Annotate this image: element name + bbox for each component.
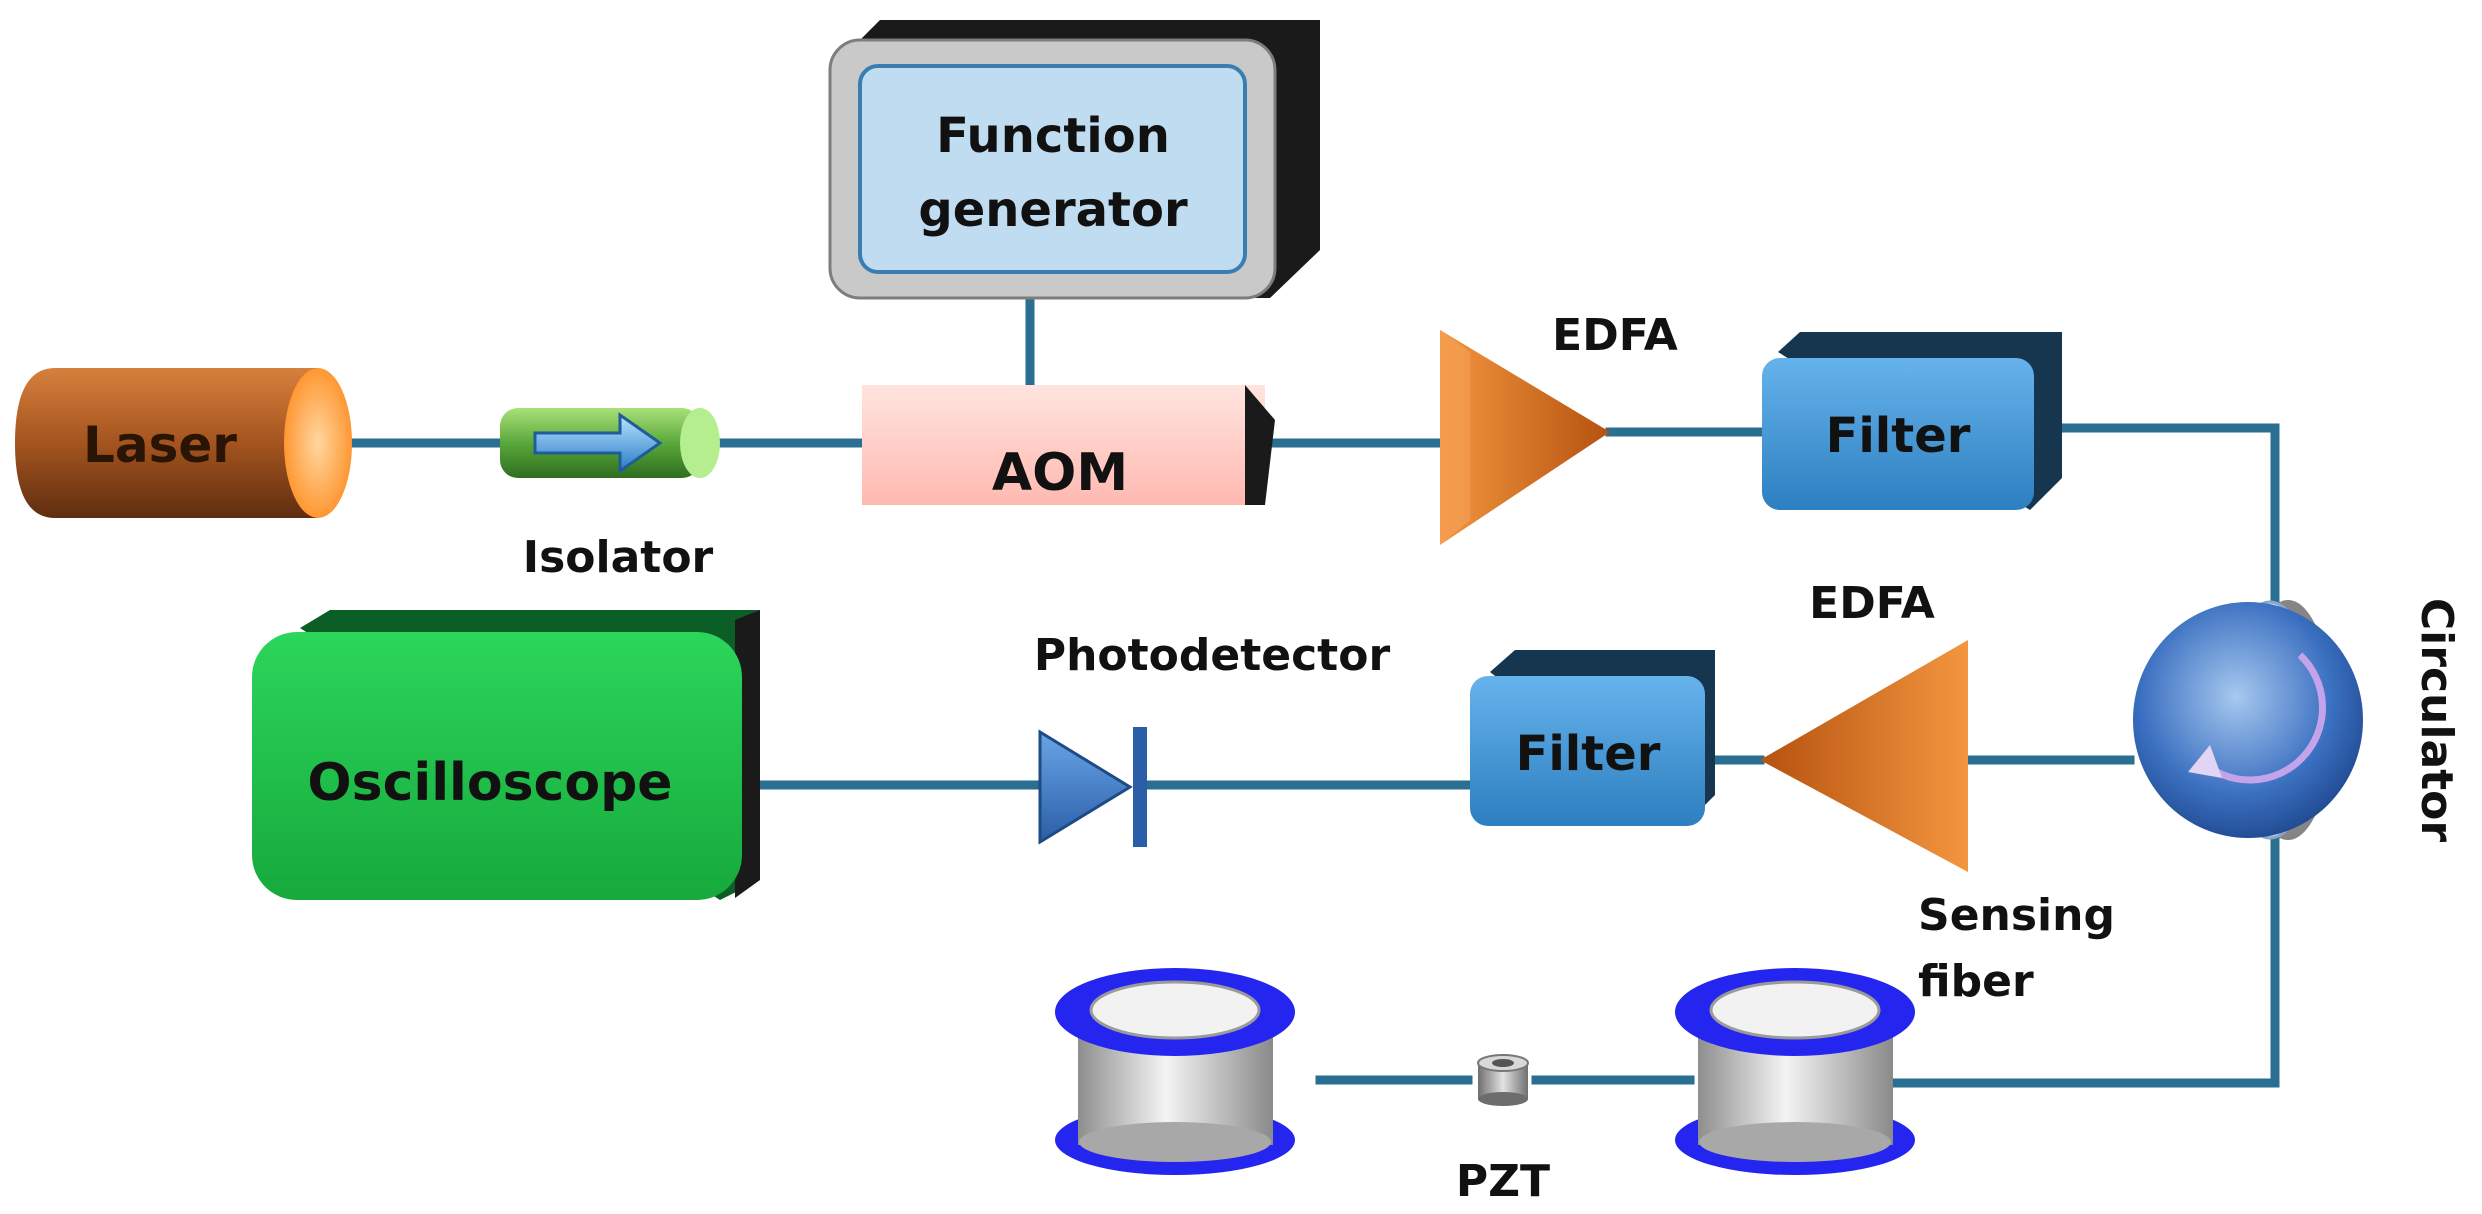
fiber-filter-circulator [2020,423,2280,605]
fiber-circulator-spool [1875,835,2280,1088]
isolator: Isolator [500,408,720,583]
laser: Laser [15,368,352,518]
isolator-label: Isolator [523,532,714,583]
function-generator: Function generator [828,20,1320,300]
sensing-fiber-label-group: Sensing fiber [1918,890,2115,1007]
aom: AOM [862,385,1275,505]
oscilloscope-label: Oscilloscope [307,753,672,813]
fiber-paths [313,295,2280,1088]
function-generator-label-line2: generator [918,182,1188,238]
laser-output-face [284,368,352,518]
fiber-spool-right [1675,968,1915,1175]
edfa-bottom: EDFA [1760,578,1968,872]
isolator-arrow-icon [533,412,663,474]
photodetector-diode-icon [1038,729,1133,845]
function-generator-label-line1: Function [936,108,1170,164]
photodetector: Photodetector [1034,630,1391,847]
aom-label: AOM [992,443,1128,503]
filter-bottom-label: Filter [1516,726,1661,782]
filter-top-label: Filter [1826,408,1971,464]
sensing-fiber-label-line1: Sensing [1918,890,2115,941]
fiber-spool-left [1055,968,1295,1175]
photodetector-label: Photodetector [1034,630,1391,681]
edfa-top-label: EDFA [1552,310,1678,361]
function-generator-face [858,64,1247,274]
filter-top: Filter [1762,332,2062,510]
edfa-top: EDFA [1440,310,1678,545]
pzt-label: PZT [1456,1156,1550,1207]
pzt: PZT [1456,1054,1550,1207]
filter-bottom: Filter [1470,650,1715,826]
circulator: Circulator [2133,598,2462,843]
sensing-fiber-label-line2: fiber [1918,956,2034,1007]
circulator-rotation-arrow-icon [2197,652,2326,784]
laser-label: Laser [83,416,237,474]
circulator-label: Circulator [2411,598,2462,843]
edfa-bottom-label: EDFA [1809,578,1935,629]
oscilloscope: Oscilloscope [252,610,760,900]
